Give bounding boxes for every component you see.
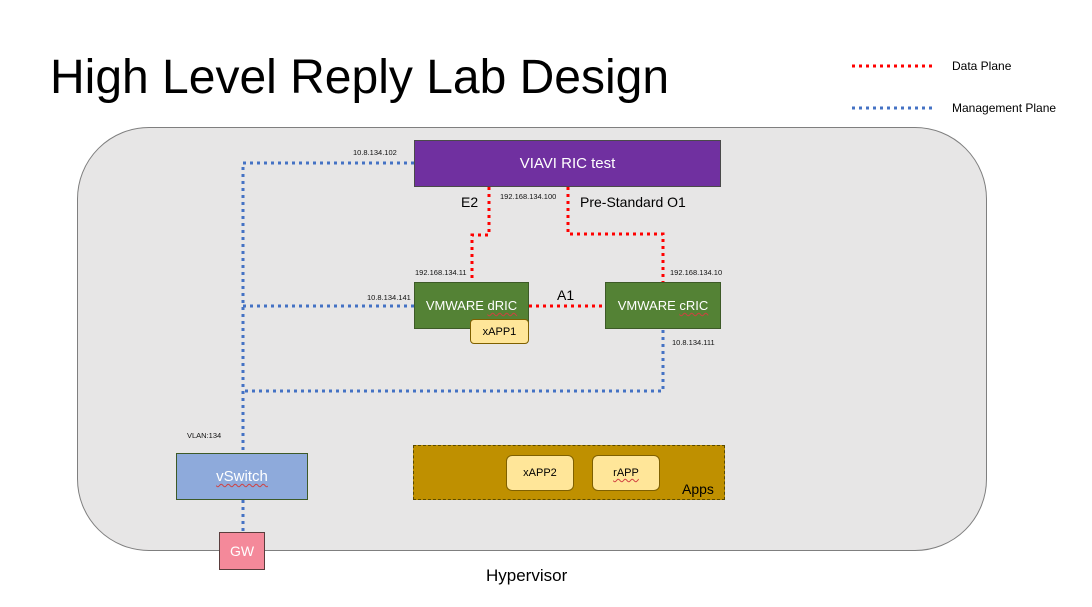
vmware-cric-node[interactable]: VMWARE cRIC (605, 282, 721, 329)
viavi-ric-test-node[interactable]: VIAVI RIC test (414, 140, 721, 187)
rapp-label: rAPP (613, 467, 639, 479)
data-line-e2 (470, 187, 491, 282)
legend-data-plane-label: Data Plane (952, 59, 1012, 73)
gateway-node[interactable]: GW (219, 532, 265, 570)
slide-title: High Level Reply Lab Design (50, 51, 670, 104)
ip-cric-data: 192.168.134.10 (670, 268, 723, 277)
data-line-o1 (566, 187, 665, 282)
dric-label-main: VMWARE (425, 298, 488, 313)
vlan-label: VLAN:134 (187, 431, 222, 440)
ip-cric-mgmt: 10.8.134.111 (672, 338, 715, 347)
ip-dric-data: 192.168.134.11 (415, 268, 467, 277)
hypervisor-label: Hypervisor (486, 566, 568, 585)
apps-label: Apps (682, 481, 714, 497)
cric-label: VMWARE cRIC (618, 298, 709, 313)
ip-viavi-mgmt: 10.8.134.102 (353, 148, 397, 157)
mgmt-line-viavi (241, 161, 414, 455)
interface-a1-label: A1 (557, 287, 575, 303)
mgmt-line-cric (243, 330, 665, 393)
vswitch-label: vSwitch (216, 468, 268, 485)
xapp1-node[interactable]: xAPP1 (470, 319, 529, 344)
interface-e2-label: E2 (461, 194, 479, 210)
viavi-label: VIAVI RIC test (519, 155, 616, 172)
rapp-node[interactable]: rAPP (592, 455, 660, 491)
xapp1-label: xAPP1 (482, 325, 517, 338)
legend-management-plane-label: Management Plane (952, 101, 1057, 115)
ip-dric-mgmt: 10.8.134.141 (367, 293, 411, 302)
cric-label-mark: cRIC (679, 298, 709, 313)
interface-o1-label: Pre-Standard O1 (580, 194, 686, 210)
gw-label: GW (229, 543, 255, 559)
cric-label-main: VMWARE (617, 298, 680, 313)
ip-viavi-data: 192.168.134.100 (500, 192, 557, 201)
vswitch-node[interactable]: vSwitch (176, 453, 308, 500)
xapp2-node[interactable]: xAPP2 (506, 455, 574, 491)
dric-label-mark: dRIC (487, 298, 518, 313)
xapp2-label: xAPP2 (523, 467, 557, 479)
dric-label: VMWARE dRIC (426, 298, 517, 313)
